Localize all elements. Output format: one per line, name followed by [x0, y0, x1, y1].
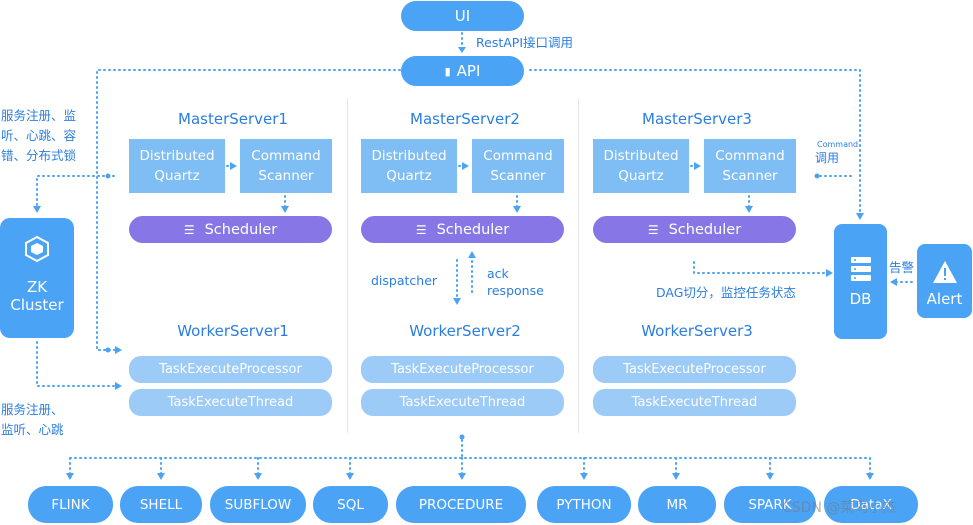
warning-icon [932, 261, 957, 283]
scheduler-3: ☰Scheduler [593, 216, 796, 243]
watermark: CSDN @菜鸟小杰 [782, 500, 897, 516]
api-label: API [456, 62, 481, 80]
task-type-procedure: PROCEDURE [396, 486, 526, 523]
ui-node: UI [401, 1, 524, 31]
task-type-shell: SHELL [120, 486, 202, 523]
api-node: ▮ API [401, 56, 524, 86]
worker-title-1: WorkerServer1 [177, 322, 289, 340]
task-type-sql: SQL [313, 486, 388, 523]
dispatcher-label: dispatcher [371, 273, 438, 288]
task-execute-thread-1: TaskExecuteThread [129, 389, 332, 416]
db-node: DB [834, 224, 887, 339]
task-type-flink: FLINK [28, 486, 113, 523]
task-type-spark: SPARK [724, 486, 816, 523]
zk-worker-label: 服务注册、监听、心跳 [1, 402, 64, 437]
server-icon [850, 257, 871, 281]
column-divider [347, 98, 348, 433]
restapi-label: RestAPI接口调用 [476, 35, 574, 50]
database-icon: ☰ [415, 222, 427, 237]
worker-title-3: WorkerServer3 [641, 322, 753, 340]
alert-node: Alert [917, 244, 972, 318]
master-title-2: MasterServer2 [410, 110, 520, 128]
task-execute-processor-1: TaskExecuteProcessor [129, 356, 332, 383]
database-icon: ☰ [647, 222, 659, 237]
master-title-1: MasterServer1 [178, 110, 288, 128]
database-icon: ☰ [183, 222, 195, 237]
task-execute-processor-2: TaskExecuteProcessor [361, 356, 564, 383]
scheduler-1: ☰Scheduler [129, 216, 332, 243]
task-execute-processor-3: TaskExecuteProcessor [593, 356, 796, 383]
task-execute-thread-3: TaskExecuteThread [593, 389, 796, 416]
task-type-datax: DataX [824, 486, 918, 523]
dag-label: DAG切分，监控任务状态 [656, 285, 796, 300]
command-call-label: 调用 [815, 151, 840, 165]
alarm-label: 告警 [889, 260, 915, 275]
column-divider [578, 98, 579, 433]
master-title-3: MasterServer3 [642, 110, 752, 128]
task-type-mr: MR [638, 486, 716, 523]
cube-icon [25, 235, 49, 263]
worker-title-2: WorkerServer2 [409, 322, 521, 340]
plug-icon: ▮ [444, 64, 451, 78]
command-small-label: Command [817, 140, 859, 149]
scheduler-2: ☰Scheduler [361, 216, 564, 243]
zk-cluster-node: ZK Cluster [0, 218, 74, 338]
task-type-python: PYTHON [537, 486, 631, 523]
task-execute-thread-2: TaskExecuteThread [361, 389, 564, 416]
zk-master-label: 服务注册、监听、心跳、容错、分布式锁 [1, 108, 77, 163]
task-type-subflow: SUBFLOW [210, 486, 306, 523]
